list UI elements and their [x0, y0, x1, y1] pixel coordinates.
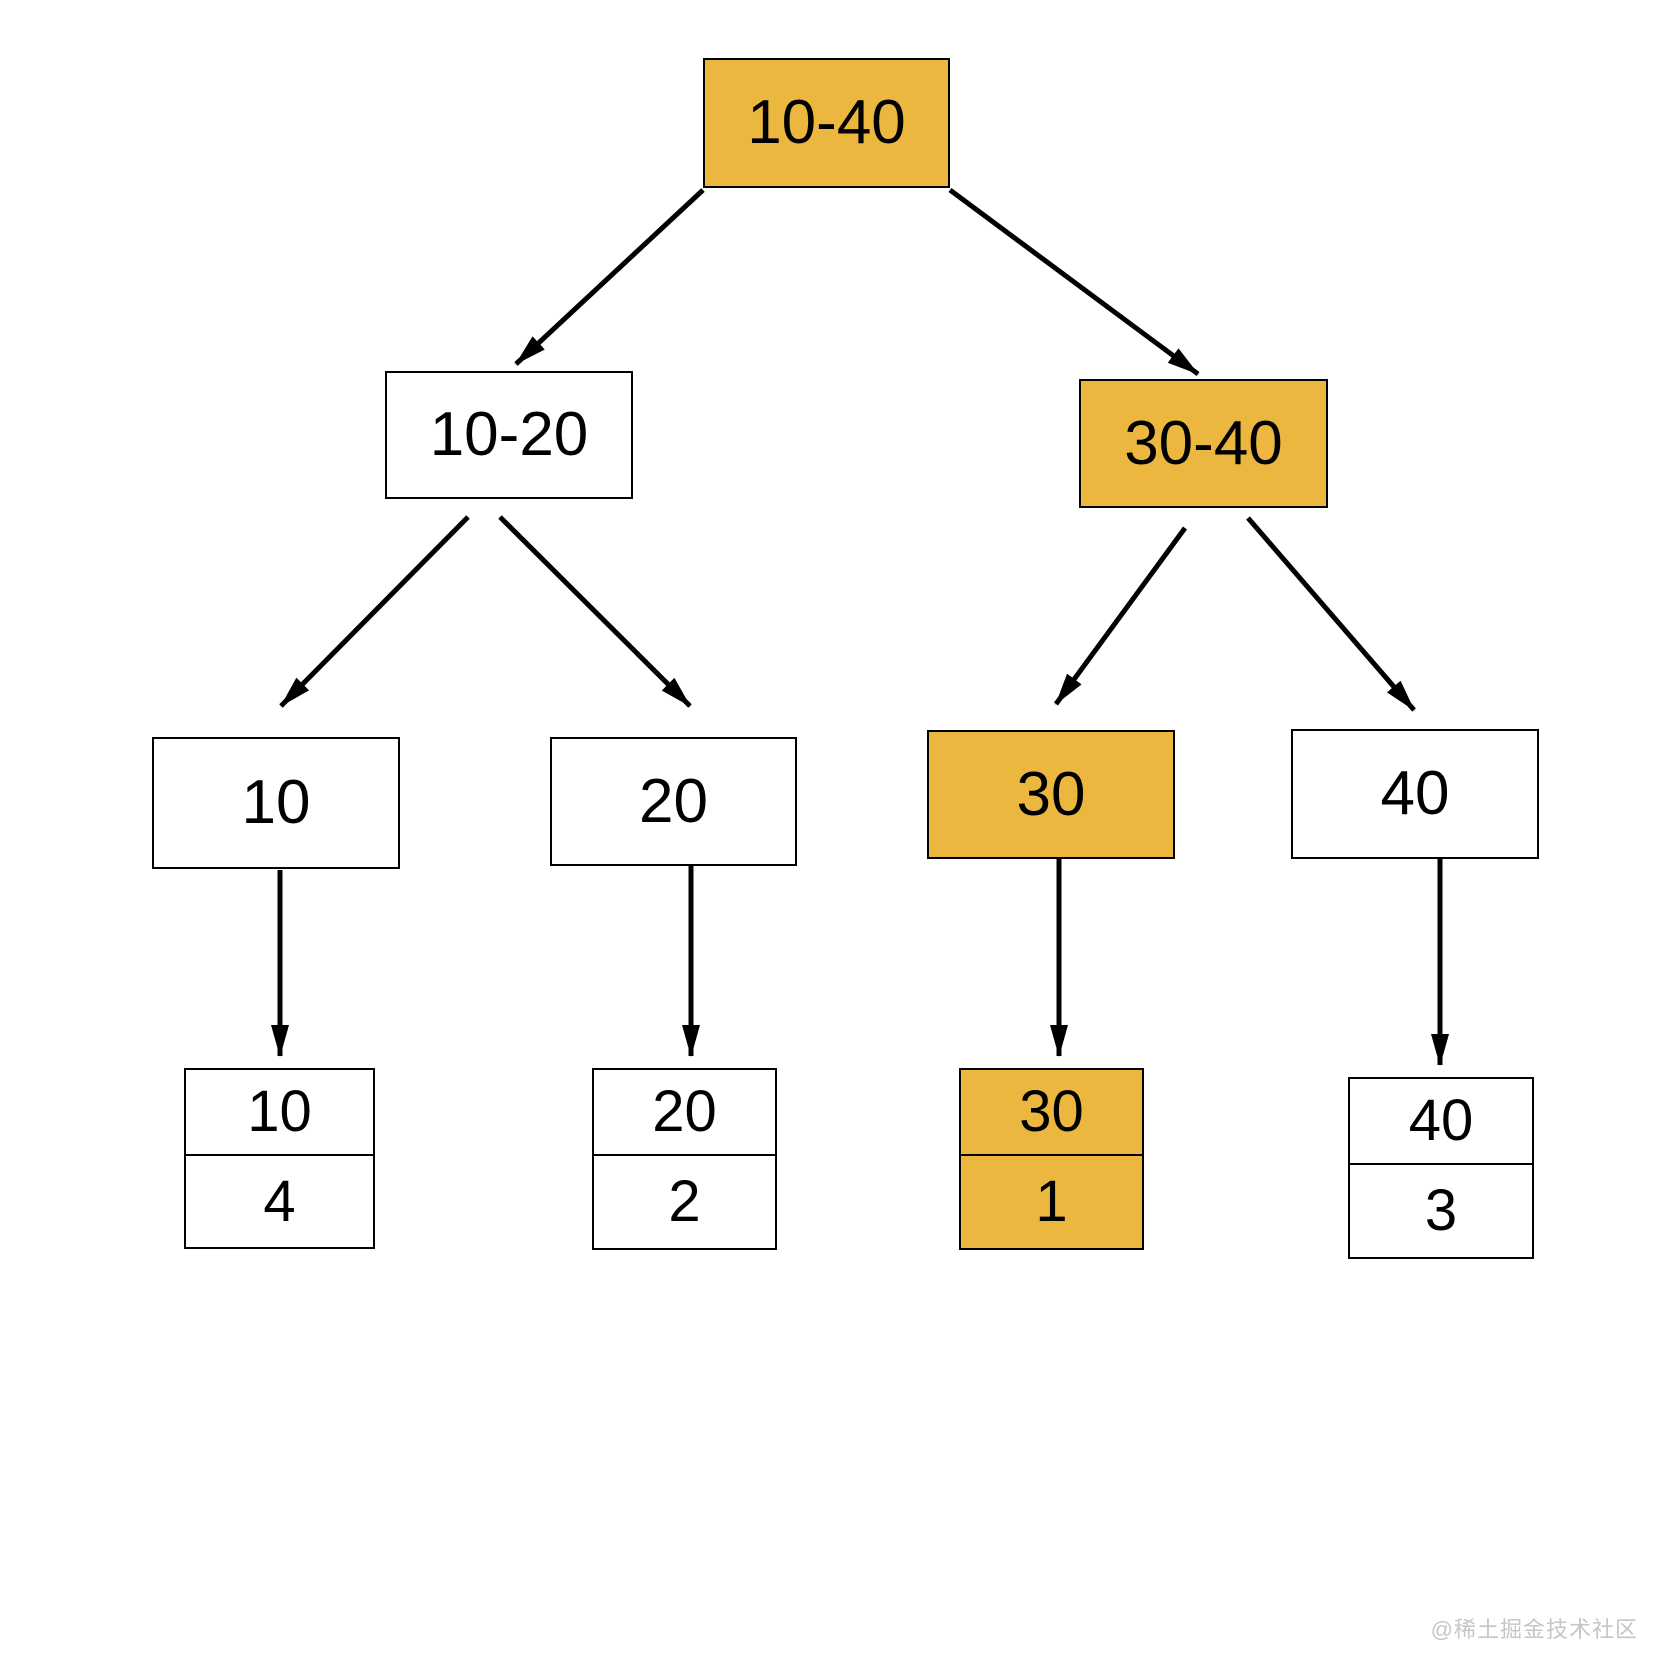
tree-node-10-20: 10-20 [385, 371, 633, 499]
leaf-count: 4 [263, 1168, 296, 1234]
tree-node-20: 20 [550, 737, 797, 866]
leaf-value: 30 [961, 1070, 1142, 1156]
leaf-count: 1 [1035, 1169, 1068, 1234]
leaf-node-10: 10 4 [184, 1068, 375, 1249]
edge-30-40-to-30 [1053, 526, 1188, 706]
leaf-node-20: 20 2 [592, 1068, 777, 1250]
tree-node-10-40: 10-40 [703, 58, 950, 188]
tree-node-label: 10 [241, 768, 311, 837]
tree-node-label: 10-20 [429, 400, 589, 469]
edge-10-20-to-20 [498, 515, 692, 708]
tree-node-label: 30 [1016, 759, 1086, 829]
tree-node-label: 40 [1380, 759, 1450, 828]
edge-30-40-to-40 [1246, 516, 1416, 712]
edge-10-20-to-10 [279, 515, 470, 708]
tree-node-30: 30 [927, 730, 1175, 859]
watermark-text: @稀土掘金技术社区 [1430, 1617, 1638, 1642]
leaf-count: 3 [1424, 1178, 1458, 1243]
tree-node-40: 40 [1291, 729, 1539, 859]
leaf-value: 10 [186, 1070, 373, 1156]
tree-node-label: 20 [639, 766, 708, 836]
edge-10-40-to-10-20 [514, 188, 705, 366]
leaf-count: 2 [668, 1169, 701, 1234]
tree-node-30-40: 30-40 [1079, 379, 1328, 508]
tree-node-label: 30-40 [1124, 408, 1283, 478]
tree-node-label: 10-40 [747, 88, 906, 157]
tree-node-10: 10 [152, 737, 400, 869]
leaf-value: 40 [1350, 1079, 1532, 1165]
leaf-node-30: 30 1 [959, 1068, 1144, 1250]
leaf-node-40: 40 3 [1348, 1077, 1534, 1259]
leaf-value: 20 [594, 1070, 775, 1156]
edge-10-40-to-30-40 [948, 187, 1200, 377]
